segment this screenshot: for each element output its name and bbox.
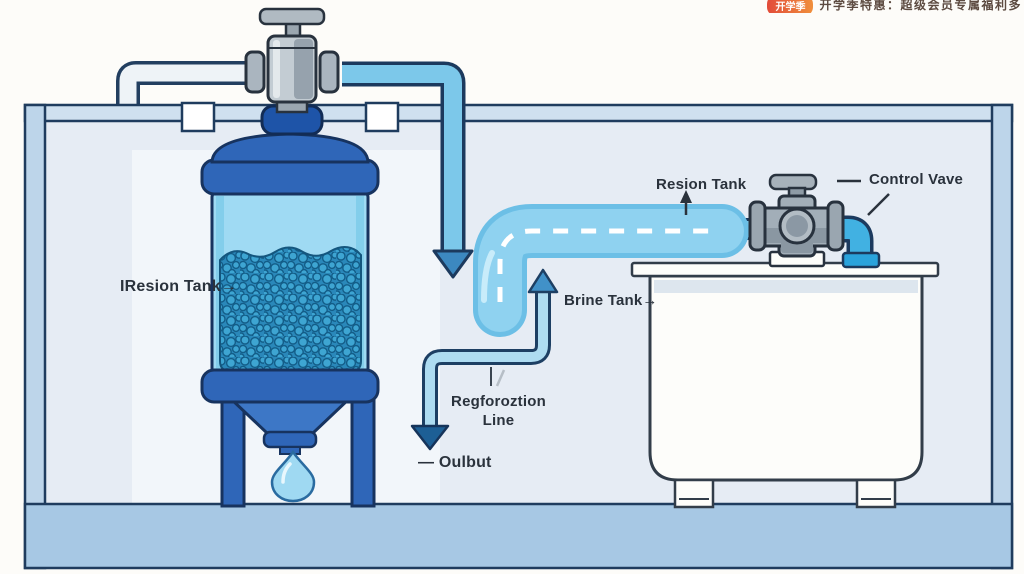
resin-tank-top-label: Resion Tank <box>656 176 747 193</box>
promo-text: 开学季特惠：超级会员专属福利多 <box>819 0 1022 12</box>
frame-top-band <box>23 103 1014 123</box>
tank-spout-flange <box>262 430 318 449</box>
outlet-label: — Oulbut <box>418 454 492 471</box>
resin-tank-side-label: IResion Tank→ <box>120 278 237 295</box>
regeneration-pipe <box>410 268 559 451</box>
water-drop-highlight <box>281 462 292 484</box>
main-flow-pipe <box>473 204 754 337</box>
control-valve-flange-left <box>748 200 767 252</box>
control-valve-flange-right <box>826 200 845 252</box>
control-label-pointer <box>867 193 890 216</box>
resin-tank <box>200 104 380 508</box>
tank-top-flange <box>200 158 380 196</box>
frame-notch-right <box>364 101 400 133</box>
brine-tank <box>630 261 940 509</box>
frame-left-wall <box>23 103 47 570</box>
tank-spout <box>279 446 301 455</box>
brine-foot-left <box>673 478 715 509</box>
valve-body-shade <box>294 39 313 99</box>
elbow-pipe <box>828 219 870 256</box>
regen-tick-mark <box>495 369 506 387</box>
valve-handle <box>258 7 326 26</box>
promo-badge: 开学季 <box>767 0 814 13</box>
valve-flange-right <box>318 50 340 94</box>
regeneration-line-label-line2: Line <box>482 412 515 429</box>
down-arrow-icon <box>432 249 474 279</box>
resin-label-up-arrow-icon <box>680 190 692 203</box>
flow-dashed-line <box>497 228 714 302</box>
top-valve <box>244 7 340 114</box>
pointer-lines <box>490 179 890 387</box>
frame-right-wall <box>990 103 1014 570</box>
outlet-arrow-icon <box>410 424 450 451</box>
control-valve-hub-center <box>786 215 808 237</box>
tank-bottom-flange <box>200 368 380 404</box>
resin-beads <box>219 246 362 372</box>
control-valve-label: Control Vave <box>869 171 964 188</box>
control-valve <box>748 173 881 269</box>
regeneration-line-label: Regforoztion Line <box>436 392 561 430</box>
water-drop <box>270 449 316 503</box>
brine-tank-label: Brine Tank→ <box>564 292 658 309</box>
brine-tank-body <box>648 274 924 482</box>
regeneration-line-label-line1: Regforoztion <box>451 393 546 410</box>
up-arrow-icon <box>527 268 559 294</box>
feed-pipe <box>342 61 474 279</box>
valve-flange-left <box>244 50 266 94</box>
frame-notch-left <box>180 101 216 133</box>
valve-body-highlight <box>273 40 280 98</box>
frame-floor <box>23 502 1014 570</box>
tank-leg-right <box>350 396 376 508</box>
brine-foot-right <box>855 478 897 509</box>
promo-watermark: 开学季 开学季特惠：超级会员专属福利多 <box>767 0 1024 13</box>
inlet-pipe <box>116 61 252 112</box>
brine-tank-inner-strip <box>654 280 918 293</box>
elbow-fitting <box>841 251 881 269</box>
tank-leg-left <box>220 396 246 508</box>
pipe-highlight <box>481 250 495 303</box>
